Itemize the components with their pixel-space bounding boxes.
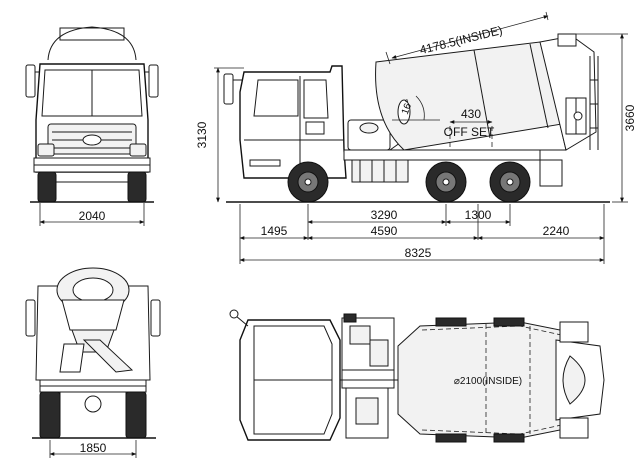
rear-axle-spacing-label: 1300 — [465, 208, 492, 222]
overall-height-label: 3130 — [195, 121, 209, 148]
middle-wheel — [425, 161, 467, 203]
front-overhang-label: 1495 — [261, 224, 288, 238]
drum-diameter-label: ⌀2100(INSIDE) — [454, 376, 522, 387]
offset-text-label: OFF SET — [444, 125, 495, 139]
rear-width-label: 1850 — [80, 441, 107, 455]
drum-angle-label: 16° — [400, 98, 416, 116]
front-view: 2040 — [25, 26, 159, 226]
front-wheel — [287, 161, 329, 203]
wheelbase-front-mid-label: 3290 — [371, 208, 398, 222]
rear-wheel — [489, 161, 531, 203]
front-width-label: 2040 — [79, 209, 106, 223]
offset-value-label: 430 — [461, 107, 481, 121]
side-view: 4178.5(INSIDE) 16° 430 OFF SET 3130 3660… — [195, 11, 637, 264]
top-view: ⌀2100(INSIDE) — [229, 309, 605, 443]
wheelbase-total-label: 4590 — [371, 224, 398, 238]
rear-view: 1850 — [25, 267, 161, 458]
overall-length-label: 8325 — [405, 246, 432, 260]
drum-height-label: 3660 — [623, 104, 637, 131]
rear-overhang-label: 2240 — [543, 224, 570, 238]
